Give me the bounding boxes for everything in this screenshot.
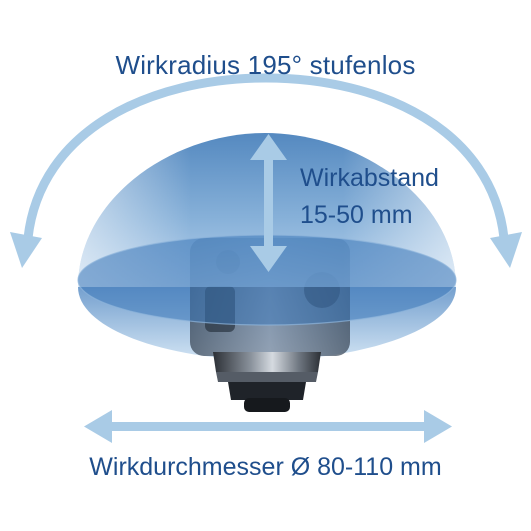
distance-arrow-icon — [250, 134, 287, 272]
diameter-label: Wirkdurchmesser Ø 80-110 mm — [89, 453, 442, 481]
distance-label-line2: 15-50 mm — [300, 201, 413, 229]
diameter-arrow-icon — [84, 410, 452, 443]
dome-base-plane — [78, 235, 456, 325]
distance-label-line1: Wirkabstand — [300, 164, 439, 192]
radius-arrow-icon — [10, 73, 522, 268]
radius-label: Wirkradius 195° stufenlos — [115, 50, 416, 80]
